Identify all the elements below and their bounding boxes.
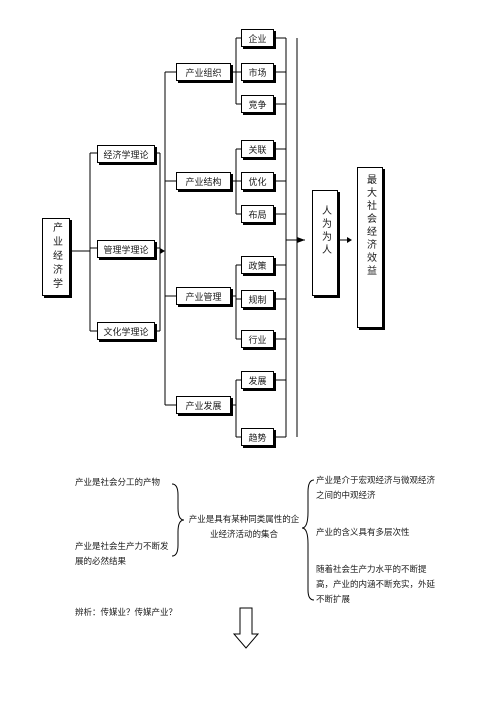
item-label: 发展 xyxy=(248,376,267,387)
theory-management: 管理学理论 xyxy=(97,240,155,258)
theory-economics: 经济学理论 xyxy=(97,145,155,163)
note-left-top: 产业是社会分工的产物 xyxy=(75,478,161,488)
goal-node: 最大社会经济效益 xyxy=(357,167,383,328)
root-node: 产业经济学 xyxy=(42,218,70,296)
theory-culture-label: 文化学理论 xyxy=(103,327,149,338)
item-label: 趋势 xyxy=(248,433,267,444)
people-label: 人为为人 xyxy=(319,205,331,257)
item-trend: 趋势 xyxy=(241,428,274,446)
note-right-3: 随着社会生产力水平的不断提高，产业的内涵不断充实，外延不断扩展 xyxy=(316,565,436,605)
goal-label: 最大社会经济效益 xyxy=(364,174,376,278)
item-label: 企业 xyxy=(248,34,267,45)
theory-economics-label: 经济学理论 xyxy=(103,150,149,161)
item-sector: 行业 xyxy=(241,330,274,348)
note-right-2: 产业的含义具有多层次性 xyxy=(316,528,410,538)
item-label: 关联 xyxy=(248,145,267,156)
item-market: 市场 xyxy=(241,63,274,81)
item-label: 行业 xyxy=(248,335,267,346)
note-center: 产业是具有某种同类属性的企业经济活动的集合 xyxy=(188,515,300,540)
item-optimization: 优化 xyxy=(241,172,274,190)
group-industry-organization: 产业组织 xyxy=(176,63,231,81)
item-label: 政策 xyxy=(248,261,267,272)
item-label: 优化 xyxy=(248,177,267,188)
group-industry-development: 产业发展 xyxy=(176,396,231,414)
group-label: 产业管理 xyxy=(185,292,222,303)
item-policy: 政策 xyxy=(241,256,274,274)
group-label: 产业结构 xyxy=(185,177,222,188)
item-linkage: 关联 xyxy=(241,140,274,158)
theory-management-label: 管理学理论 xyxy=(103,245,149,256)
item-label: 市场 xyxy=(248,68,267,79)
group-label: 产业组织 xyxy=(185,68,222,79)
root-label: 产业经济学 xyxy=(50,222,62,292)
item-label: 布局 xyxy=(248,210,267,221)
group-label: 产业发展 xyxy=(185,401,222,412)
item-layout: 布局 xyxy=(241,205,274,223)
note-question: 辨析：传媒业？传媒产业？ xyxy=(75,608,178,618)
item-competition: 竞争 xyxy=(241,95,274,113)
group-industry-structure: 产业结构 xyxy=(176,172,231,190)
item-development: 发展 xyxy=(241,371,274,389)
note-left-bottom: 产业是社会生产力不断发展的必然结果 xyxy=(75,542,169,567)
group-industry-management: 产业管理 xyxy=(176,287,231,305)
theory-culture: 文化学理论 xyxy=(97,322,155,340)
item-label: 规制 xyxy=(248,295,267,306)
item-regulation: 规制 xyxy=(241,290,274,308)
item-enterprise: 企业 xyxy=(241,29,274,47)
people-node: 人为为人 xyxy=(312,190,338,296)
item-label: 竞争 xyxy=(248,100,267,111)
note-right-1: 产业是介于宏观经济与微观经济之间的中观经济 xyxy=(316,476,436,501)
